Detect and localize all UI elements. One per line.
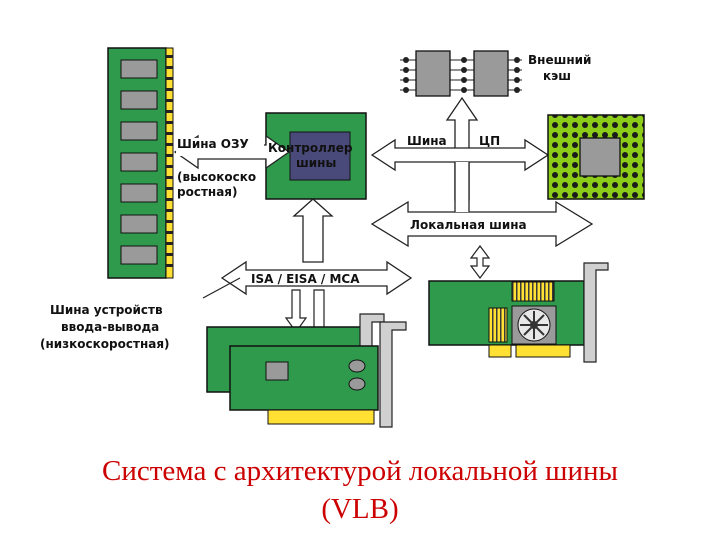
cpu-chip <box>547 114 645 200</box>
caption-line2: (VLB) <box>321 493 399 525</box>
isa-bus-label: ISA / EISA / MCA <box>251 272 360 286</box>
ram-bus-note-line2: ростная) <box>177 185 237 199</box>
ram-bus-note-line1: (высокоско <box>177 170 256 184</box>
local-bus-label: Локальная шина <box>410 218 527 232</box>
controller-label-line2: шины <box>296 156 336 170</box>
isa-expansion-cards <box>206 313 407 428</box>
io-bus-label-line3: (низкоскоростная) <box>40 337 170 351</box>
io-bus-pointer-line <box>202 277 241 299</box>
isa-card-arrow-1 <box>284 289 308 334</box>
figure-caption: Система с архитектурой локальной шины (V… <box>0 452 720 528</box>
io-bus-label-line2: ввода-вывода <box>61 320 159 334</box>
ram-module <box>107 47 174 279</box>
external-cache-chips <box>400 50 522 97</box>
vlb-architecture-diagram: Шина ОЗУ (высокоско ростная) Контроллер … <box>40 47 645 428</box>
caption-line1: Система с архитектурой локальной шины <box>102 455 618 487</box>
controller-label-line1: Контроллер <box>268 141 353 155</box>
cpu-bus-label-line1: Шина <box>407 134 447 148</box>
external-cache-label-line1: Внешний <box>528 53 591 67</box>
local-card-arrow <box>469 245 491 279</box>
controller-isa-arrow <box>292 198 334 263</box>
ram-bus-label: Шина ОЗУ <box>177 137 249 151</box>
cpu-bus-label-line2: ЦП <box>479 134 500 148</box>
external-cache-label-line2: кэш <box>543 69 571 83</box>
vlb-expansion-card <box>428 262 609 363</box>
io-bus-label-line1: Шина устройств <box>50 303 163 317</box>
